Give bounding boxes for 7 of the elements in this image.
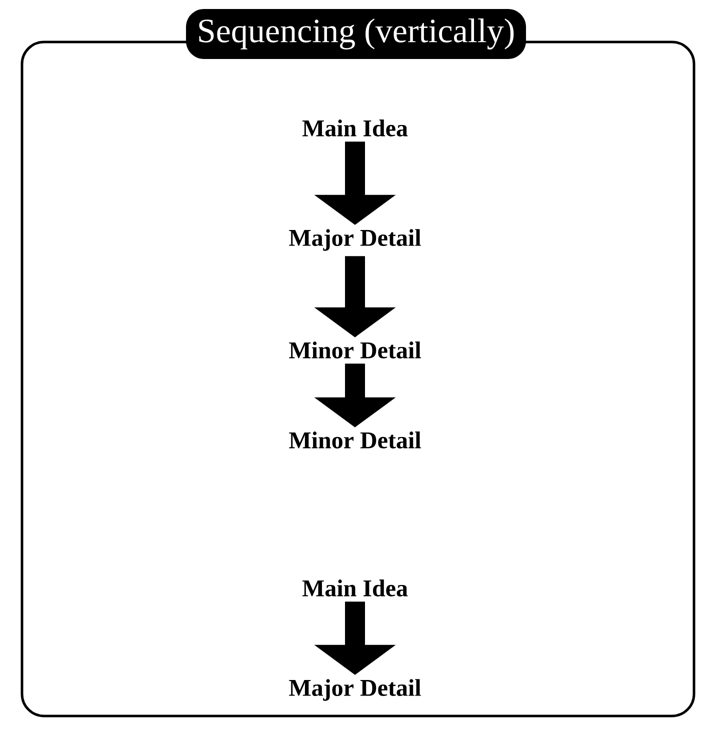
step-text: Main Idea: [302, 120, 408, 136]
title-banner: Sequencing (vertically): [186, 9, 526, 59]
step-text: Major Detail: [289, 679, 421, 701]
step-text: Major Detail: [289, 229, 421, 251]
step-text: Minor Detail: [289, 432, 421, 448]
step-text: Minor Detail: [289, 342, 421, 358]
step-text: Main Idea: [302, 580, 408, 596]
